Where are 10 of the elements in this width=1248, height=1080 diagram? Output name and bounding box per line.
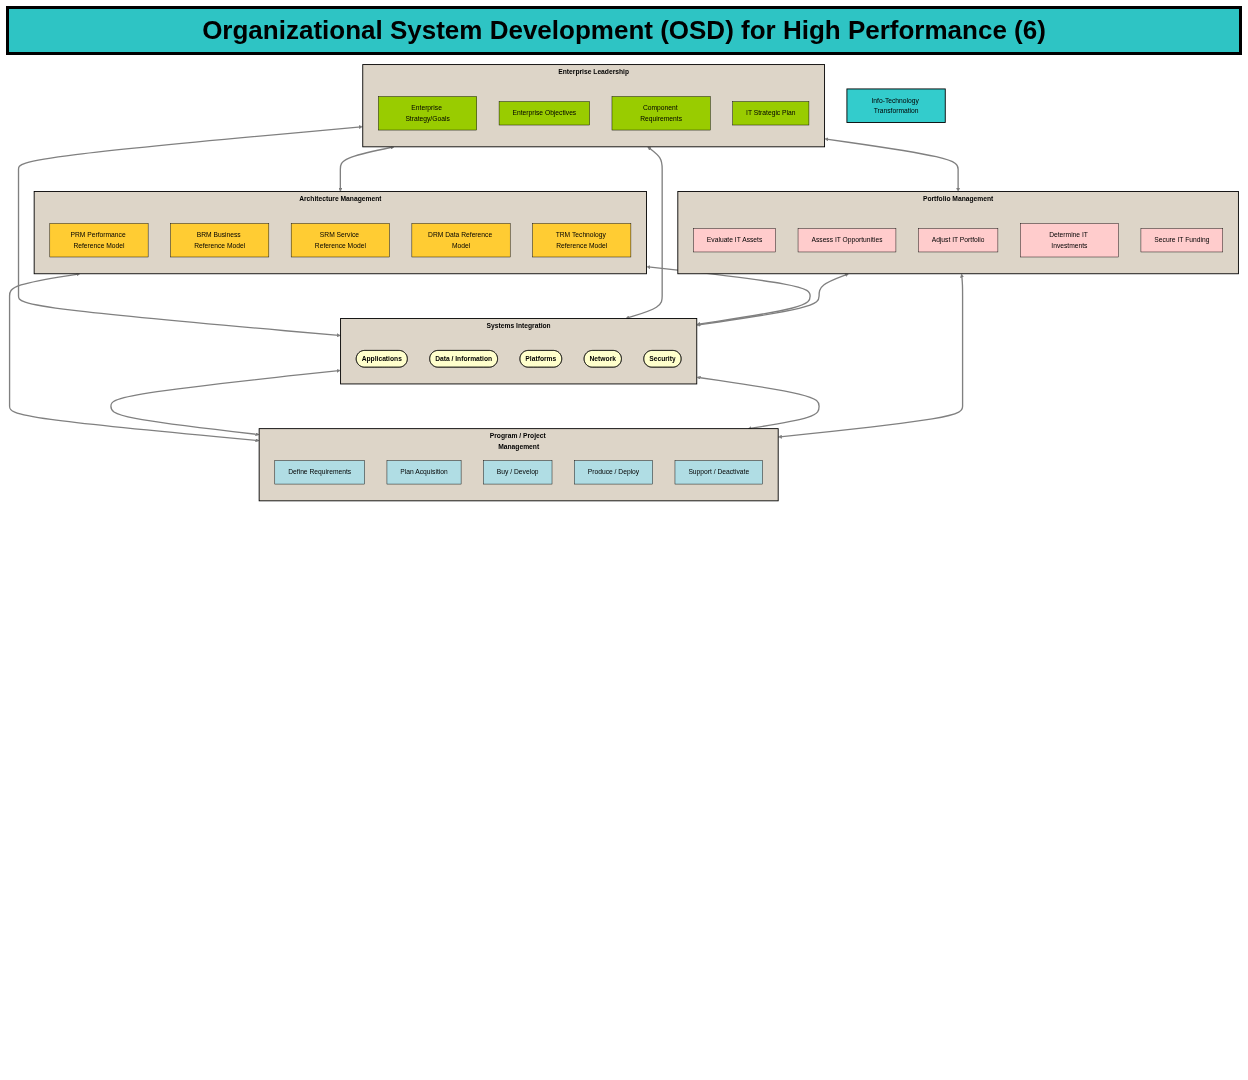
arrow xyxy=(17,125,363,338)
arrow xyxy=(338,145,395,192)
arrow xyxy=(824,137,961,192)
arrow xyxy=(8,272,260,443)
arrow xyxy=(696,273,849,327)
arrow xyxy=(110,368,341,437)
arrow xyxy=(625,146,663,320)
arrow xyxy=(646,265,811,326)
title-banner: Organizational System Development (OSD) for High Performance (6) xyxy=(6,6,1242,55)
arrow xyxy=(778,273,964,439)
